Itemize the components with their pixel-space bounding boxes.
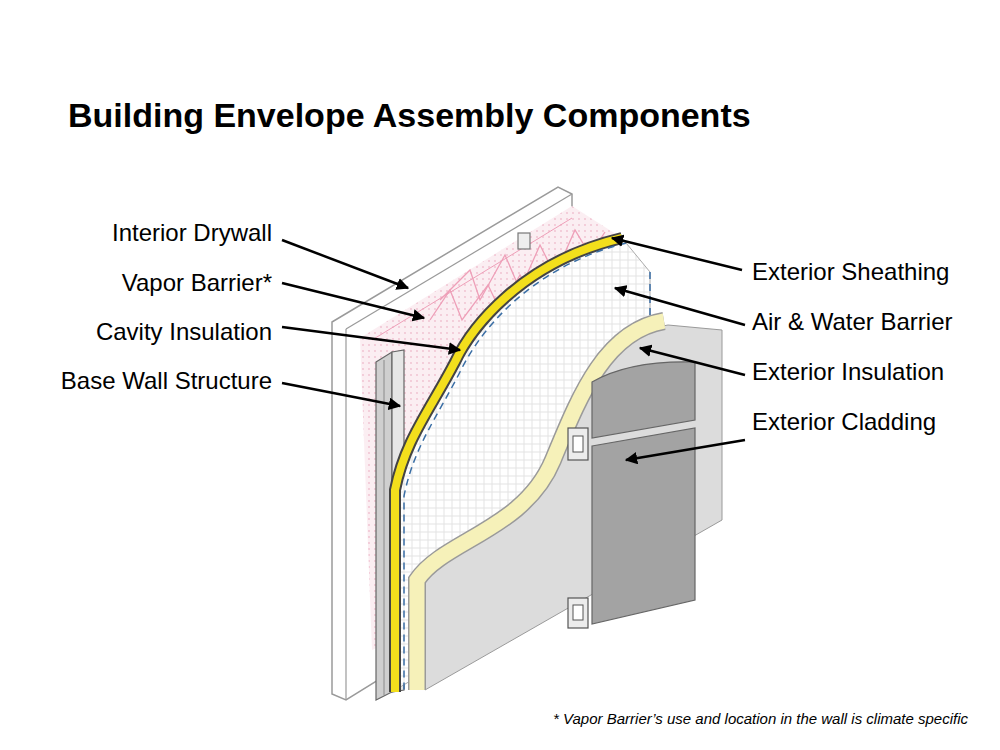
- part-label: Cavity Insulation: [96, 318, 272, 346]
- cladding-bracket: [568, 598, 588, 628]
- leader-arrow: [282, 383, 400, 406]
- stud-top: [518, 233, 530, 249]
- cladding-bracket: [568, 428, 588, 460]
- leader-arrow: [615, 288, 745, 325]
- cladding-bracket: [573, 605, 583, 620]
- part-label: Vapor Barrier*: [122, 269, 272, 297]
- cladding-bracket: [573, 436, 583, 452]
- leader-arrow: [282, 240, 408, 288]
- part-label: Exterior Cladding: [752, 408, 936, 436]
- leader-arrow: [282, 327, 460, 350]
- stud-channel: [384, 360, 385, 695]
- part-label: Exterior Sheathing: [752, 258, 949, 286]
- leader-arrow: [626, 440, 745, 460]
- footnote-caption: * Vapor Barrier’s use and location in th…: [553, 710, 968, 727]
- part-label: Air & Water Barrier: [752, 308, 952, 336]
- part-label: Base Wall Structure: [61, 367, 272, 395]
- leader-arrow: [282, 283, 424, 318]
- part-label: Interior Drywall: [112, 219, 272, 247]
- leader-arrow: [612, 238, 742, 270]
- leader-arrow: [640, 348, 745, 375]
- drywall-edge: [345, 329, 346, 700]
- cladding-panel: [592, 362, 695, 438]
- diagram-title: Building Envelope Assembly Components: [68, 96, 751, 135]
- part-label: Exterior Insulation: [752, 358, 944, 386]
- insulation-face: [425, 325, 722, 690]
